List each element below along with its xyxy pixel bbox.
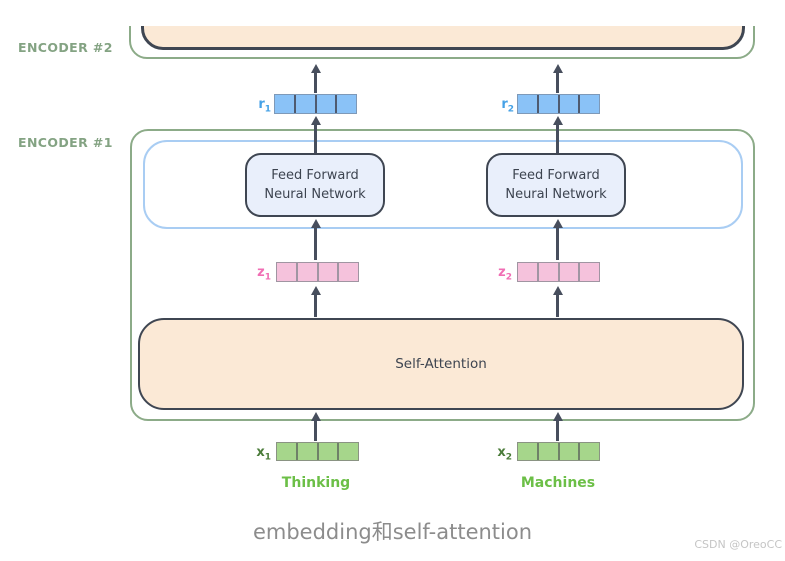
- self-attention-box: Self-Attention: [138, 318, 744, 410]
- vector-cell: [277, 263, 298, 281]
- ffnn-container-box: [143, 140, 743, 229]
- label-r1: r1: [258, 97, 271, 115]
- self-attention-label: Self-Attention: [395, 356, 487, 372]
- arrow-up-icon: [551, 412, 564, 441]
- vector-r1: [274, 94, 357, 114]
- vector-x2: [517, 442, 600, 461]
- vector-cell: [580, 443, 599, 460]
- label-z1: z1: [257, 265, 271, 283]
- vector-cell: [560, 443, 581, 460]
- vector-cell: [518, 443, 539, 460]
- encoder1-label: ENCODER #1: [18, 135, 113, 150]
- watermark: CSDN @OreoCC: [694, 538, 782, 551]
- encoder1-box: [130, 129, 755, 421]
- arrow-up-icon: [309, 64, 322, 93]
- label-x2: x2: [497, 445, 512, 463]
- vector-cell: [298, 263, 319, 281]
- vector-cell: [319, 443, 340, 460]
- ffnn1-box: Feed Forward Neural Network: [245, 153, 385, 217]
- vector-cell: [539, 443, 560, 460]
- vector-cell: [275, 95, 296, 113]
- encoder2-clip: [0, 26, 785, 62]
- encoder2-label: ENCODER #2: [18, 40, 113, 55]
- ffnn2-box: Feed Forward Neural Network: [486, 153, 626, 217]
- ffnn2-label: Feed Forward Neural Network: [505, 168, 607, 202]
- vector-cell: [339, 443, 358, 460]
- vector-cell: [319, 263, 340, 281]
- arrow-up-icon: [551, 219, 564, 260]
- vector-cell: [518, 95, 539, 113]
- vector-z2: [517, 262, 600, 282]
- arrow-up-icon: [309, 116, 322, 153]
- encoder2-inner-box: [141, 26, 745, 50]
- caption: embedding和self-attention: [252, 520, 533, 544]
- vector-cell: [339, 263, 358, 281]
- vector-cell: [518, 263, 539, 281]
- word-thinking: Thinking: [281, 475, 351, 491]
- label-r2: r2: [501, 97, 514, 115]
- vector-cell: [298, 443, 319, 460]
- arrow-up-icon: [551, 64, 564, 93]
- arrow-up-icon: [309, 412, 322, 441]
- arrow-up-icon: [551, 286, 564, 317]
- vector-cell: [539, 263, 560, 281]
- vector-r2: [517, 94, 600, 114]
- word-machines: Machines: [520, 475, 596, 491]
- vector-cell: [560, 95, 581, 113]
- arrow-up-icon: [309, 286, 322, 317]
- vector-cell: [337, 95, 356, 113]
- vector-x1: [276, 442, 359, 461]
- vector-cell: [296, 95, 317, 113]
- vector-cell: [560, 263, 581, 281]
- ffnn1-label: Feed Forward Neural Network: [264, 168, 366, 202]
- vector-cell: [580, 95, 599, 113]
- vector-cell: [539, 95, 560, 113]
- label-z2: z2: [498, 265, 512, 283]
- vector-cell: [580, 263, 599, 281]
- arrow-up-icon: [551, 116, 564, 153]
- arrow-up-icon: [309, 219, 322, 260]
- vector-cell: [317, 95, 338, 113]
- vector-cell: [277, 443, 298, 460]
- label-x1: x1: [256, 445, 271, 463]
- vector-z1: [276, 262, 359, 282]
